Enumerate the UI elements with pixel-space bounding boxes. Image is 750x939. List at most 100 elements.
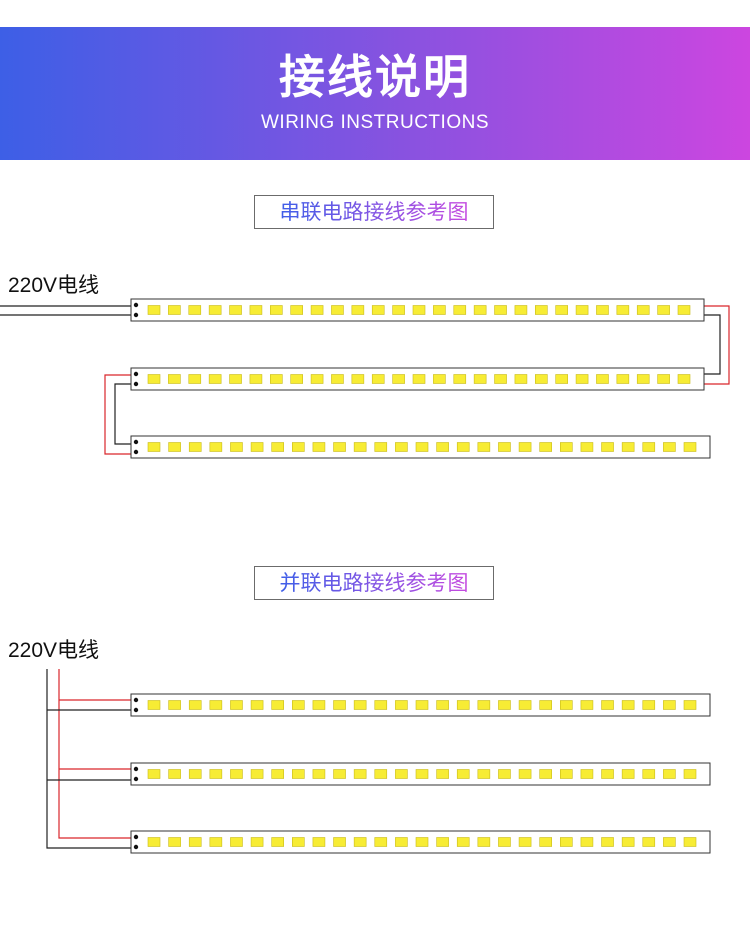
parallel-strip-1-led	[250, 700, 264, 710]
series-strip-3-led	[663, 442, 676, 452]
parallel-strip-3-led	[209, 837, 223, 847]
parallel-strip-1-led	[642, 700, 656, 710]
parallel-strip-1-led	[621, 700, 635, 710]
series-strip-2-led	[412, 374, 426, 384]
parallel-strip-1-led	[230, 700, 243, 710]
series-strip-2-led	[331, 374, 344, 384]
series-strip-2-led	[494, 374, 507, 384]
parallel-strip-1-led	[374, 700, 388, 710]
series-link-wire-black-right	[704, 314, 721, 375]
series-strip-2-led	[310, 374, 324, 384]
parallel-strip-2-led	[456, 769, 470, 779]
series-strip-1-terminal-top	[133, 302, 139, 308]
parallel-strip-1-led	[147, 700, 161, 710]
series-strip-2-led	[596, 374, 609, 384]
series-strip-1-led	[596, 305, 609, 315]
series-strip-2-led	[351, 374, 365, 384]
parallel-strip-3-led	[312, 837, 326, 847]
series-strip-1-led	[453, 305, 467, 315]
series-strip-3-led	[333, 442, 346, 452]
series-strip-2-led	[453, 374, 467, 384]
parallel-strip-1-led	[560, 700, 573, 710]
series-strip-1-led	[392, 305, 405, 315]
parallel-strip-3-led	[621, 837, 635, 847]
series-strip-1-led	[331, 305, 344, 315]
parallel-strip-1-led	[271, 700, 284, 710]
parallel-strip-1-led	[539, 700, 552, 710]
series-strip-1-led	[290, 305, 303, 315]
series-strip-1-led	[555, 305, 568, 315]
parallel-strip-2-terminal-bottom	[133, 776, 139, 782]
parallel-strip-3-led	[395, 837, 408, 847]
series-strip-1-led	[208, 305, 222, 315]
series-strip-1-led	[575, 305, 589, 315]
parallel-strip-3-led	[683, 837, 697, 847]
series-strip-2-led	[555, 374, 568, 384]
parallel-strip-2-led	[209, 769, 223, 779]
parallel-section-heading: 并联电路接线参考图	[254, 566, 494, 600]
parallel-strip-3-led	[168, 837, 181, 847]
series-strip-3-led	[271, 442, 284, 452]
parallel-strip-1-led	[601, 700, 614, 710]
series-strip-1-led	[616, 305, 630, 315]
parallel-strip-1-led	[683, 700, 697, 710]
parallel-strip-1-led	[188, 700, 202, 710]
series-strip-3-led	[477, 442, 491, 452]
series-strip-2-led	[371, 374, 385, 384]
parallel-strip-2-led	[560, 769, 573, 779]
series-strip-2-led	[514, 374, 528, 384]
series-strip-3-led	[498, 442, 511, 452]
parallel-strip-3-led	[498, 837, 511, 847]
parallel-strip-3-led	[601, 837, 614, 847]
series-link-wire-black-left	[114, 383, 136, 445]
series-strip-2-terminal-top	[133, 371, 139, 377]
series-strip-2-led	[616, 374, 630, 384]
parallel-strip-3-led	[250, 837, 264, 847]
parallel-strip-2-led	[271, 769, 284, 779]
series-strip-1-led	[371, 305, 385, 315]
series-section-heading-text: 串联电路接线参考图	[279, 200, 469, 224]
parallel-strip-1-led	[580, 700, 594, 710]
series-strip-1-led	[433, 305, 446, 315]
parallel-strip-3-led	[539, 837, 552, 847]
series-power-label: 220V电线	[8, 274, 100, 297]
series-strip-2-led	[473, 374, 487, 384]
series-strip-2-led	[229, 374, 242, 384]
parallel-strip-2-led	[353, 769, 367, 779]
series-strip-3-led	[539, 442, 552, 452]
parallel-strip-2-led	[415, 769, 429, 779]
series-strip-3-led	[456, 442, 470, 452]
parallel-strip-3-led	[147, 837, 161, 847]
series-strip-2-led	[270, 374, 283, 384]
parallel-strip-2-led	[230, 769, 243, 779]
parallel-strip-3-terminal-top	[133, 834, 139, 840]
series-strip-3-led	[601, 442, 614, 452]
parallel-strip-3-led	[436, 837, 449, 847]
series-strip-3-led	[230, 442, 243, 452]
parallel-strip-2-led	[683, 769, 697, 779]
parallel-strip-3-led	[271, 837, 284, 847]
series-strip-1-led	[351, 305, 365, 315]
parallel-strip-2-led	[292, 769, 305, 779]
series-strip-2-led	[433, 374, 446, 384]
series-strip-3-led	[312, 442, 326, 452]
series-link-wire-red-right	[704, 305, 730, 385]
parallel-strip-3-led	[580, 837, 594, 847]
series-strip-3-terminal-bottom	[133, 449, 139, 455]
parallel-strip-2-led	[374, 769, 388, 779]
series-strip-2-led	[575, 374, 589, 384]
series-strip-1-led	[494, 305, 507, 315]
series-strip-3-led	[147, 442, 161, 452]
series-strip-3-led	[621, 442, 635, 452]
series-strip-2-led	[636, 374, 650, 384]
parallel-bus-wire-red	[58, 669, 136, 839]
parallel-strip-1-led	[456, 700, 470, 710]
parallel-strip-3-terminal-bottom	[133, 844, 139, 850]
series-strip-1-led	[168, 305, 181, 315]
parallel-strip-3-led	[353, 837, 367, 847]
series-strip-3-led	[518, 442, 532, 452]
parallel-strip-3-led	[518, 837, 532, 847]
series-strip-3-led	[415, 442, 429, 452]
parallel-power-label: 220V电线	[8, 639, 100, 662]
